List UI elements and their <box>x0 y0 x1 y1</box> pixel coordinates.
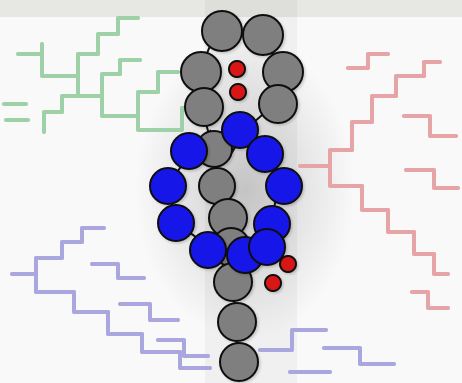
blue-bead <box>170 132 208 170</box>
blue-tree <box>10 226 396 374</box>
red-bead <box>279 255 297 273</box>
gray-bead <box>180 51 222 93</box>
red-bead <box>228 60 246 78</box>
blue-bead <box>149 167 187 205</box>
blue-bead <box>221 111 259 149</box>
beads-layer <box>149 10 304 382</box>
gray-bead <box>201 10 243 52</box>
gray-bead <box>258 84 298 124</box>
red-tree <box>298 52 460 310</box>
red-bead <box>264 274 282 292</box>
gray-bead <box>217 302 257 342</box>
gray-bead <box>242 14 284 56</box>
top-band <box>0 0 462 17</box>
blue-bead <box>248 228 286 266</box>
gray-bead <box>184 87 224 127</box>
blue-bead <box>265 167 303 205</box>
blue-bead <box>189 231 227 269</box>
blue-bead <box>246 135 284 173</box>
gray-bead <box>219 342 259 382</box>
red-bead <box>229 83 247 101</box>
green-tree <box>2 16 208 134</box>
blue-bead <box>157 204 195 242</box>
